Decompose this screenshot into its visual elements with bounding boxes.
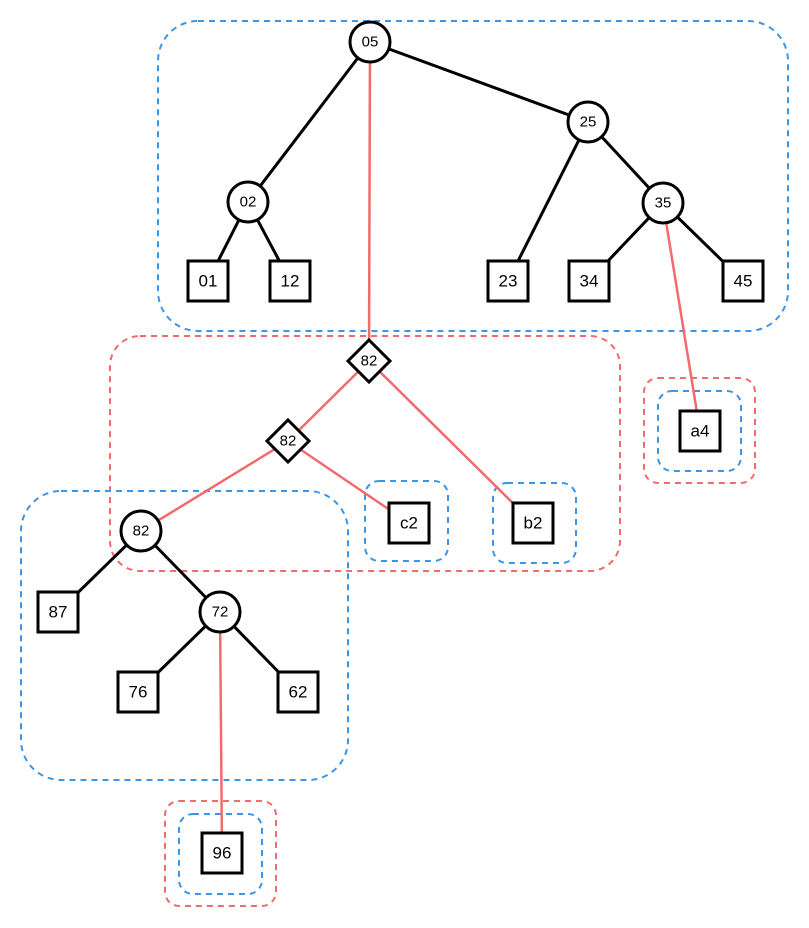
node-shape-square: [200, 831, 244, 875]
node-l12: 12: [268, 259, 312, 303]
node-label: 05: [362, 34, 379, 51]
node-label: 12: [281, 272, 300, 291]
group-n96-outer: [164, 800, 277, 907]
node-n25: 25: [566, 100, 610, 144]
node-label: 25: [580, 114, 597, 131]
node-shape-square: [36, 590, 80, 634]
node-label: 82: [133, 523, 150, 540]
node-d82b: 82: [264, 417, 312, 465]
node-shape-square: [486, 259, 530, 303]
node-label: 02: [240, 194, 257, 211]
node-c82: 82: [119, 509, 163, 553]
group-a4-inner: [657, 390, 742, 472]
group-top-tree: [157, 20, 789, 332]
edge-d82a-lb2: [368, 360, 534, 524]
node-shape-circle: [641, 181, 685, 225]
node-shape-square: [387, 501, 431, 545]
node-l87: 87: [36, 590, 80, 634]
node-label: c2: [400, 514, 418, 533]
node-label: 76: [129, 683, 148, 702]
edge-n35-la4: [661, 202, 702, 432]
node-label: 96: [213, 844, 232, 863]
node-shape-circle: [348, 20, 392, 64]
node-label: 01: [199, 272, 218, 291]
node-shape-square: [567, 259, 611, 303]
edge-d82a-d82b: [287, 360, 370, 442]
node-label: 34: [580, 272, 599, 291]
node-shape-diamond: [264, 417, 312, 465]
node-shape-square: [678, 409, 722, 453]
node-shape-diamond: [345, 337, 393, 385]
node-d82a: 82: [345, 337, 393, 385]
node-l96: 96: [200, 831, 244, 875]
edges-layer: [56, 40, 745, 854]
node-label: 23: [499, 272, 518, 291]
node-shape-square: [116, 670, 160, 714]
edge-n05-n02: [246, 41, 372, 203]
node-l34: 34: [567, 259, 611, 303]
node-label: 62: [289, 683, 308, 702]
node-label: 82: [280, 433, 297, 450]
node-l45: 45: [721, 259, 765, 303]
node-l76: 76: [116, 670, 160, 714]
node-shape-square: [186, 259, 230, 303]
node-label: b2: [524, 514, 543, 533]
node-shape-square: [721, 259, 765, 303]
edge-n05-d82a: [367, 41, 372, 362]
node-label: a4: [691, 422, 710, 441]
node-shape-circle: [119, 509, 163, 553]
node-shape-circle: [226, 180, 270, 224]
edge-n05-n25: [369, 40, 589, 124]
node-n72: 72: [198, 590, 242, 634]
node-n02: 02: [226, 180, 270, 224]
edge-d82b-c82: [140, 439, 289, 533]
node-label: 82: [361, 353, 378, 370]
node-l01: 01: [186, 259, 230, 303]
node-l62: 62: [276, 670, 320, 714]
edge-n25-l23: [506, 121, 590, 282]
node-la4: a4: [678, 409, 722, 453]
group-a4-outer: [643, 377, 756, 484]
group-lower-tree: [20, 490, 349, 781]
node-label: 35: [655, 195, 672, 212]
node-label: 72: [212, 604, 229, 621]
node-lc2: c2: [387, 501, 431, 545]
group-b2-group: [492, 482, 577, 564]
node-label: 87: [49, 603, 68, 622]
group-diamond-group: [109, 335, 621, 572]
groups-layer: [20, 20, 789, 907]
node-shape-square: [268, 259, 312, 303]
node-shape-square: [511, 501, 555, 545]
group-c2-group: [364, 480, 449, 562]
nodes-layer: 05 02 25 35 01 12 23 34 45 82 82 82 72 87 76 62 96 c2 b2 a4: [36, 20, 765, 875]
node-shape-circle: [198, 590, 242, 634]
node-lb2: b2: [511, 501, 555, 545]
node-shape-circle: [566, 100, 610, 144]
node-shape-square: [276, 670, 320, 714]
node-n05: 05: [348, 20, 392, 64]
node-l23: 23: [486, 259, 530, 303]
node-label: 45: [734, 272, 753, 291]
node-n35: 35: [641, 181, 685, 225]
edge-n72-l96: [218, 611, 224, 854]
